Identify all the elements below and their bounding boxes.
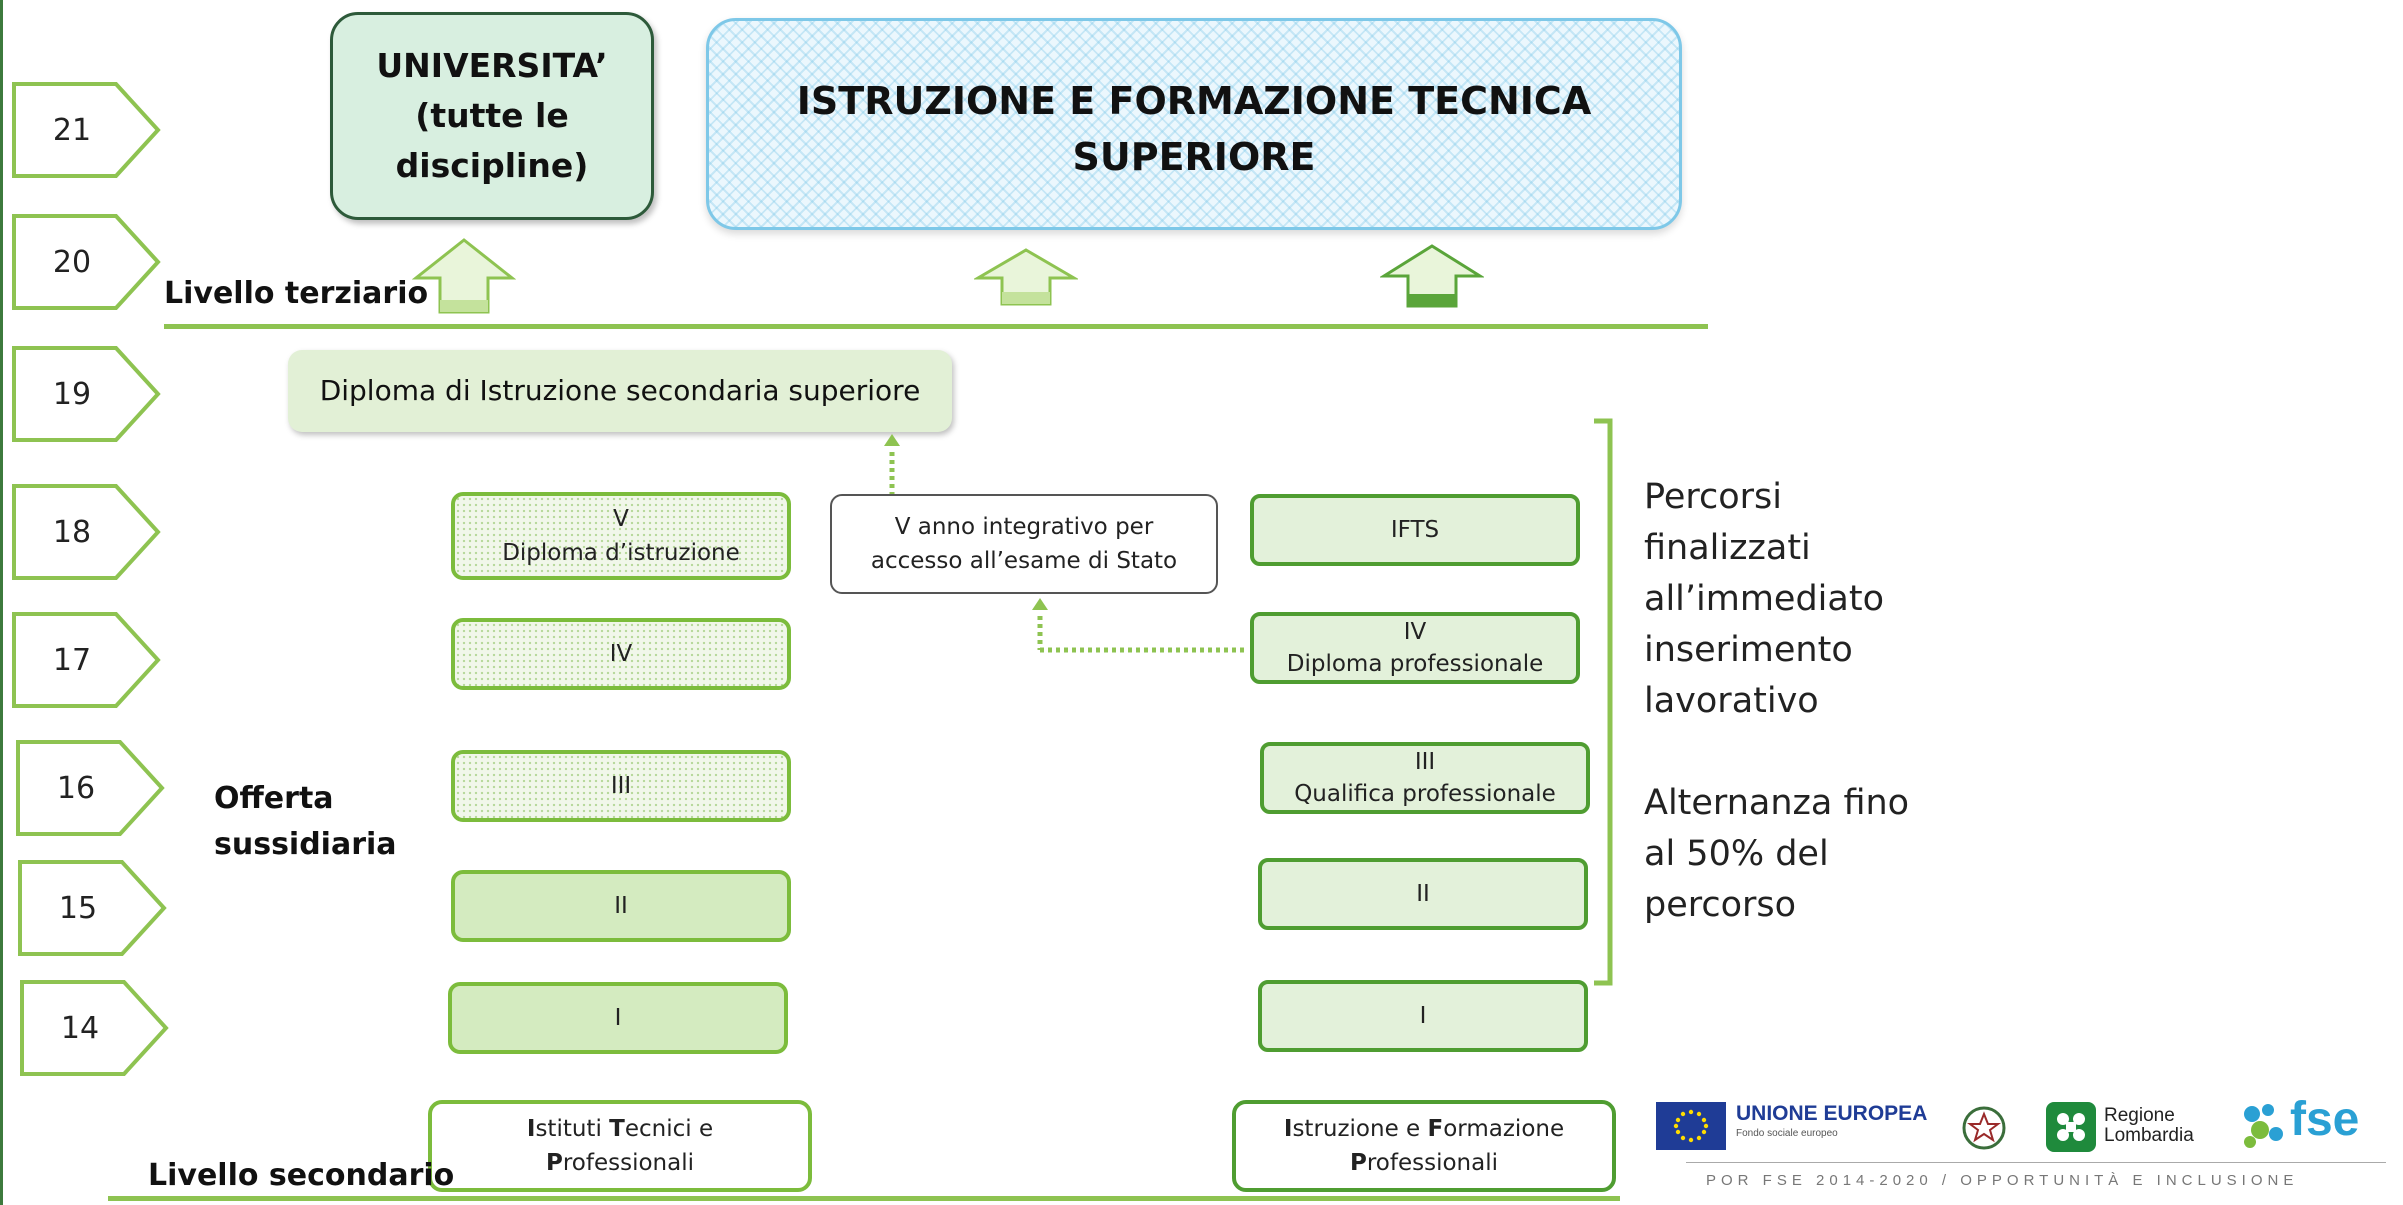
pentagon-arrow-icon bbox=[20, 980, 169, 1076]
year-label: II bbox=[1416, 881, 1430, 907]
base-line-2: Professionali bbox=[1349, 1150, 1498, 1176]
eu-title: UNIONE EUROPEA bbox=[1736, 1102, 1928, 1125]
regione-line-2: Lombardia bbox=[2104, 1125, 2194, 1146]
age-marker-16: 16 bbox=[16, 740, 166, 836]
up-arrow-icon bbox=[412, 238, 516, 314]
pentagon-arrow-icon bbox=[12, 214, 161, 310]
secondary-level-label: Livello secondario bbox=[148, 1158, 455, 1193]
year-label: II bbox=[614, 893, 628, 919]
right-year1-box: I bbox=[1258, 980, 1588, 1052]
age-marker-17: 17 bbox=[12, 612, 162, 708]
left-year2-box: II bbox=[451, 870, 791, 942]
footer-strip-text: POR FSE 2014-2020 / OPPORTUNITÀ E INCLUS… bbox=[1706, 1172, 2299, 1189]
dotted-connector-up bbox=[884, 434, 900, 494]
age-marker-21: 21 bbox=[12, 82, 162, 178]
right-year4-box: IV Diploma professionale bbox=[1250, 612, 1580, 684]
ifts-label: IFTS bbox=[1390, 517, 1440, 543]
age-label: 19 bbox=[52, 376, 92, 412]
right-year2-box: II bbox=[1258, 858, 1588, 930]
secondary-divider bbox=[108, 1196, 1620, 1201]
year-label: I bbox=[1419, 1003, 1427, 1029]
pentagon-arrow-icon bbox=[12, 82, 161, 178]
base-line-1: Istruzione e Formazione bbox=[1283, 1116, 1565, 1142]
left-year5-box: V Diploma d’istruzione bbox=[451, 492, 791, 580]
age-label: 18 bbox=[52, 514, 92, 550]
its-box: ISTRUZIONE E FORMAZIONE TECNICA SUPERIOR… bbox=[706, 18, 1682, 230]
year-caption: Diploma professionale bbox=[1286, 651, 1544, 677]
ifts-box: IFTS bbox=[1250, 494, 1580, 566]
age-label: 20 bbox=[52, 244, 92, 280]
left-edge-line bbox=[0, 0, 3, 1205]
age-label: 21 bbox=[52, 112, 92, 148]
left-year4-box: IV bbox=[451, 618, 791, 690]
year-label: V bbox=[613, 506, 629, 532]
right-bracket bbox=[1594, 418, 1613, 986]
left-year1-box: I bbox=[448, 982, 788, 1054]
age-label: 15 bbox=[58, 890, 98, 926]
eu-flag-icon bbox=[1656, 1102, 1726, 1150]
year-label: IV bbox=[609, 641, 633, 667]
regione-line-1: Regione bbox=[2104, 1105, 2175, 1126]
pentagon-arrow-icon bbox=[18, 860, 167, 956]
year-caption: Diploma d’istruzione bbox=[502, 540, 740, 566]
its-line: SUPERIORE bbox=[1072, 135, 1316, 179]
age-marker-14: 14 bbox=[20, 980, 170, 1076]
up-arrow-icon bbox=[1380, 244, 1484, 308]
right-base-box: Istruzione e Formazione Professionali bbox=[1232, 1100, 1616, 1192]
year-label: I bbox=[614, 1005, 622, 1031]
tertiary-divider bbox=[164, 324, 1708, 329]
pentagon-arrow-icon bbox=[12, 484, 161, 580]
left-base-box: Istituti Tecnici e Professionali bbox=[428, 1100, 812, 1192]
dotted-connector-elbow bbox=[1032, 598, 1244, 653]
diploma-text: Diploma di Istruzione secondaria superio… bbox=[319, 374, 921, 407]
age-label: 17 bbox=[52, 642, 92, 678]
left-year3-box: III bbox=[451, 750, 791, 822]
year-caption: Qualifica professionale bbox=[1294, 781, 1556, 807]
university-line: discipline) bbox=[395, 146, 589, 185]
side-text-block: Percorsi finalizzati all’immediato inser… bbox=[1644, 477, 1910, 925]
integrative-line: accesso all’esame di Stato bbox=[870, 548, 1178, 574]
university-line: UNIVERSITA’ bbox=[376, 46, 608, 85]
base-line-2: Professionali bbox=[545, 1150, 694, 1176]
university-line: (tutte le bbox=[415, 96, 569, 135]
italian-emblem-icon bbox=[1962, 1106, 2006, 1150]
footer-divider bbox=[1686, 1162, 2386, 1163]
age-marker-19: 19 bbox=[12, 346, 162, 442]
year-label: III bbox=[1414, 749, 1436, 775]
age-marker-18: 18 bbox=[12, 484, 162, 580]
tertiary-level-label: Livello terziario bbox=[164, 276, 429, 311]
up-arrow-icon bbox=[974, 248, 1078, 306]
fse-logo-icon bbox=[2244, 1104, 2283, 1148]
logo-strip: UNIONE EUROPEA Fondo sociale europeo Reg… bbox=[1650, 1092, 2390, 1200]
integrative-year-box: V anno integrativo per accesso all’esame… bbox=[830, 494, 1218, 594]
pentagon-arrow-icon bbox=[12, 346, 161, 442]
year-label: III bbox=[610, 773, 632, 799]
fse-wordmark: fse bbox=[2290, 1093, 2360, 1146]
base-line-1: Istituti Tecnici e bbox=[526, 1116, 714, 1142]
right-year3-box: III Qualifica professionale bbox=[1260, 742, 1590, 814]
integrative-line: V anno integrativo per bbox=[894, 514, 1154, 540]
pentagon-arrow-icon bbox=[16, 740, 165, 836]
age-label: 16 bbox=[56, 770, 96, 806]
eu-subtitle: Fondo sociale europeo bbox=[1736, 1128, 1838, 1139]
diploma-box: Diploma di Istruzione secondaria superio… bbox=[288, 350, 952, 432]
year-label: IV bbox=[1403, 619, 1427, 645]
regione-lombardia-icon bbox=[2046, 1102, 2096, 1152]
its-line: ISTRUZIONE E FORMAZIONE TECNICA bbox=[796, 79, 1592, 123]
age-marker-15: 15 bbox=[18, 860, 168, 956]
age-marker-20: 20 bbox=[12, 214, 162, 310]
pentagon-arrow-icon bbox=[12, 612, 161, 708]
offerta-sussidiaria-label: Offerta sussidiaria bbox=[214, 781, 397, 862]
age-label: 14 bbox=[60, 1010, 100, 1046]
university-box: UNIVERSITA’ (tutte le discipline) bbox=[330, 12, 654, 220]
